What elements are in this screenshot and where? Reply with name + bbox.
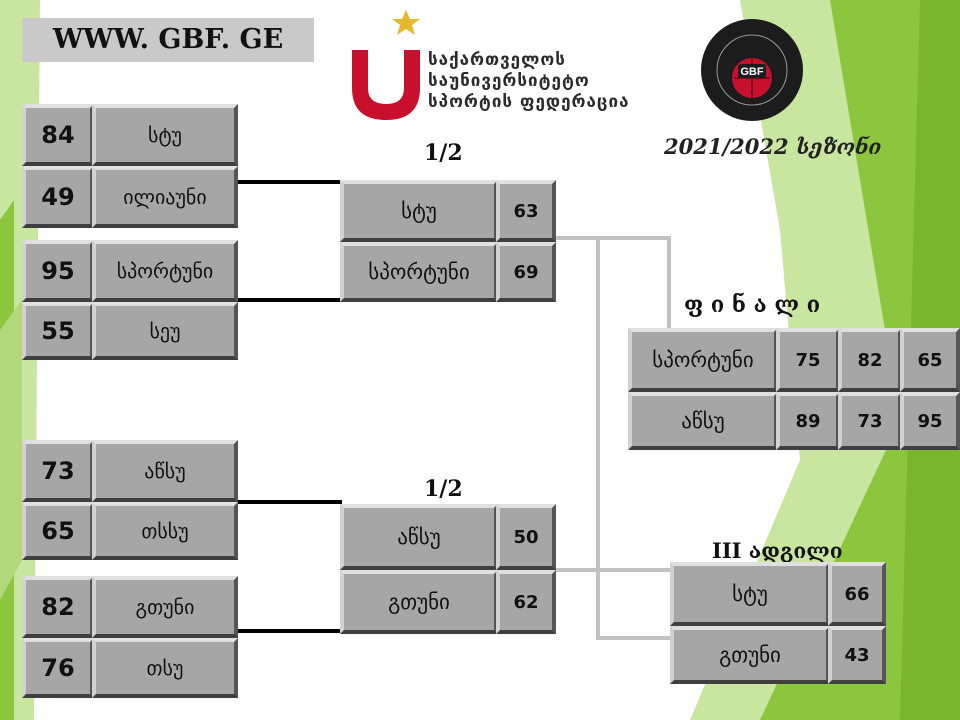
team-cell: ილიაუნი <box>92 166 238 228</box>
score-cell: 62 <box>496 570 556 634</box>
score-cell: 95 <box>900 392 960 450</box>
score-cell: 76 <box>22 638 94 698</box>
team-cell: სპორტუნი <box>340 242 498 302</box>
team-cell: სპორტუნი <box>92 240 238 302</box>
connector-line <box>596 238 600 640</box>
team-cell: აწსუ <box>340 504 498 570</box>
score-cell: 95 <box>22 240 94 302</box>
team-cell: აწსუ <box>628 392 778 450</box>
score-cell: 89 <box>776 392 840 450</box>
connector-line <box>596 636 674 640</box>
connector-line <box>236 629 342 633</box>
team-cell: სპორტუნი <box>628 328 778 392</box>
semifinal-label: 1/2 <box>424 476 463 502</box>
team-cell: აწსუ <box>92 440 238 502</box>
connector-line <box>554 568 672 572</box>
connector-line <box>236 298 342 302</box>
team-cell: სტუ <box>92 104 238 166</box>
score-cell: 63 <box>496 180 556 242</box>
gbf-emblem-icon: GBF <box>701 19 803 121</box>
score-cell: 50 <box>496 504 556 570</box>
university-sports-logo <box>352 10 420 120</box>
score-cell: 65 <box>22 502 94 560</box>
score-cell: 82 <box>22 576 94 638</box>
team-cell: გთუნი <box>92 576 238 638</box>
score-cell: 43 <box>828 626 886 684</box>
connector-line <box>554 236 670 240</box>
third-place-label: III ადგილი <box>712 538 843 563</box>
score-cell: 65 <box>900 328 960 392</box>
season-title: 2021/2022 სეზონი <box>664 134 882 159</box>
score-cell: 49 <box>22 166 94 228</box>
team-cell: თსსუ <box>92 502 238 560</box>
federation-line-3: სპორტის ფედერაცია <box>428 92 630 112</box>
federation-line-2: საუნივერსიტეტო <box>428 71 590 91</box>
score-cell: 84 <box>22 104 94 166</box>
team-cell: სტუ <box>340 180 498 242</box>
team-cell: სტუ <box>670 562 830 626</box>
semifinal-label: 1/2 <box>424 140 463 166</box>
team-cell: გთუნი <box>670 626 830 684</box>
connector-line <box>236 500 342 504</box>
federation-line-1: საქართველოს <box>428 50 566 70</box>
score-cell: 73 <box>22 440 94 502</box>
svg-text:GBF: GBF <box>740 66 764 78</box>
connector-line <box>667 236 671 332</box>
federation-name: საქართველოს საუნივერსიტეტო სპორტის ფედერ… <box>428 50 630 113</box>
team-cell: გთუნი <box>340 570 498 634</box>
website-banner[interactable]: WWW. GBF. GE <box>22 18 314 62</box>
team-cell: თსუ <box>92 638 238 698</box>
score-cell: 69 <box>496 242 556 302</box>
team-cell: სეუ <box>92 302 238 360</box>
score-cell: 75 <box>776 328 840 392</box>
score-cell: 55 <box>22 302 94 360</box>
final-label: ფ ი ნ ა ლ ი <box>684 292 821 318</box>
connector-line <box>236 180 342 184</box>
score-cell: 66 <box>828 562 886 626</box>
score-cell: 73 <box>838 392 902 450</box>
score-cell: 82 <box>838 328 902 392</box>
